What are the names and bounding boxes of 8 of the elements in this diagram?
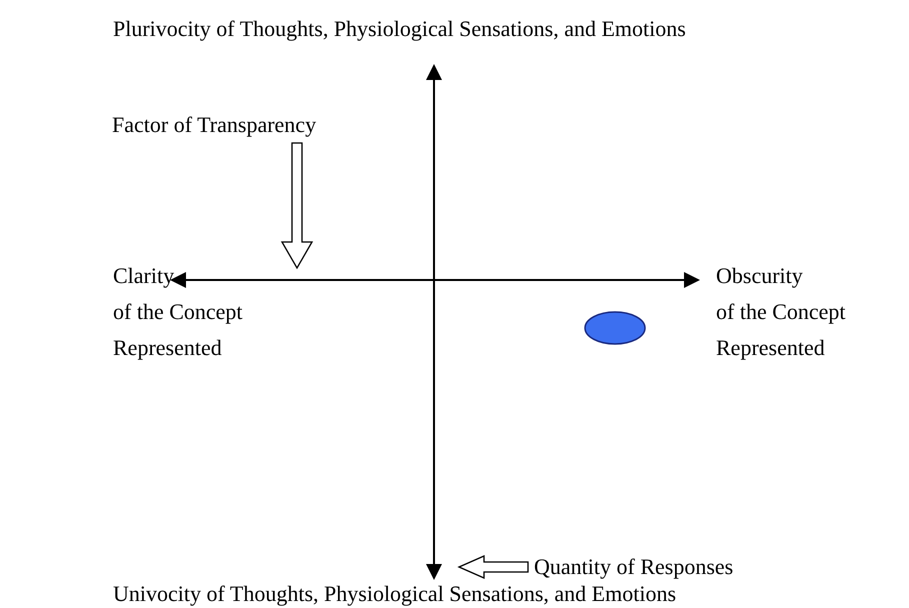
hollow-arrow [457, 555, 529, 579]
text-label: Factor of Transparency [112, 112, 316, 137]
text-label: Quantity of Responses [534, 554, 734, 579]
axis-label: Univocity of Thoughts, Physiological Sensations, and Emotions [113, 581, 678, 606]
axis-label: Clarity of the Concept Represented [113, 262, 244, 362]
axis-label: Plurivocity of Thoughts, Physiological Sensations, and Emotions [113, 16, 687, 41]
hollow-arrow [280, 142, 314, 270]
axis-label: Obscurity of the Concept Represented [716, 262, 847, 362]
